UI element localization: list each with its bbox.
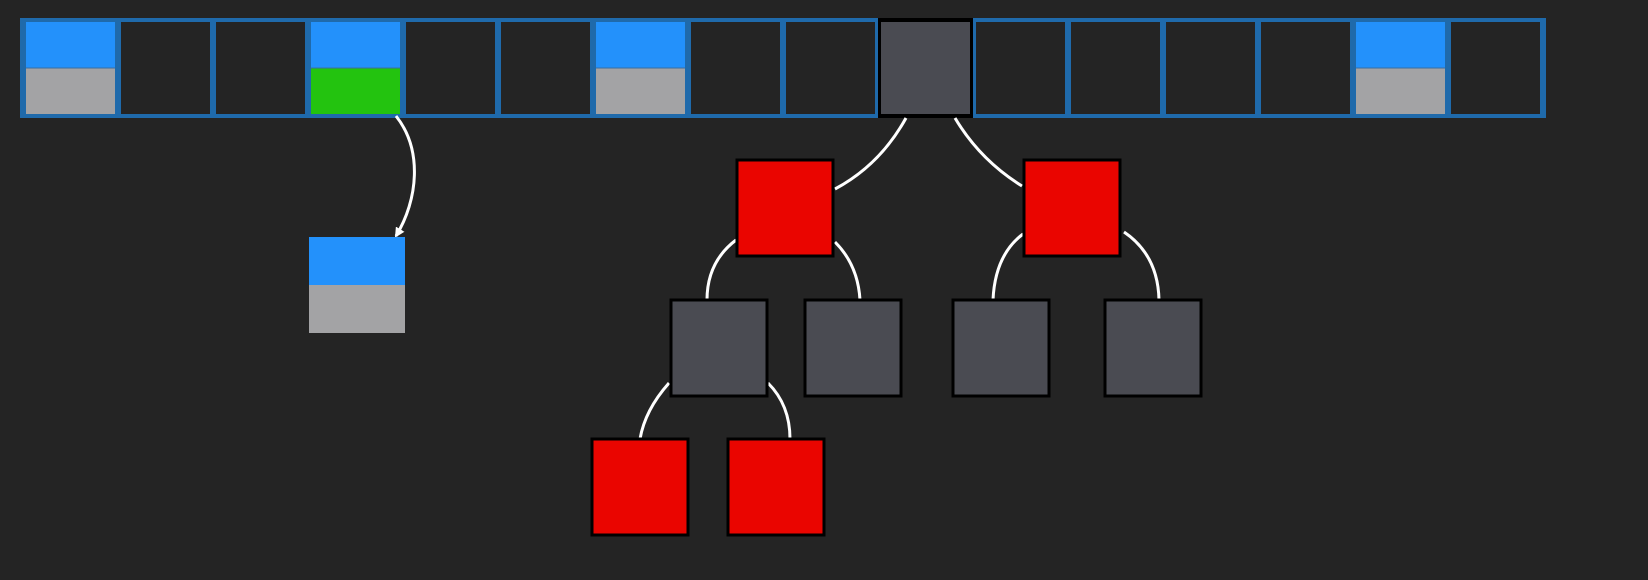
empty-slot bbox=[691, 22, 780, 114]
tree-edge-b-f bbox=[1123, 230, 1161, 301]
empty-slot bbox=[1261, 22, 1350, 114]
hash-slot-13 bbox=[1261, 22, 1350, 114]
hash-slot-9 bbox=[878, 18, 973, 118]
entry-key-block bbox=[311, 22, 400, 68]
empty-slot bbox=[786, 22, 875, 114]
tree-edge-c-g bbox=[638, 382, 671, 440]
tree-edge-root-a bbox=[834, 117, 908, 191]
entry-value-block bbox=[1356, 68, 1445, 114]
hash-slot-1 bbox=[121, 22, 210, 114]
tree-root-slot bbox=[881, 22, 970, 114]
empty-slot bbox=[501, 22, 590, 114]
tree-edge-b-e bbox=[991, 232, 1024, 301]
hash-table bbox=[20, 18, 1546, 118]
hash-slot-6 bbox=[596, 22, 685, 114]
tree-node-red-a bbox=[735, 158, 835, 258]
hash-slot-10 bbox=[976, 22, 1065, 114]
chain-node-0 bbox=[309, 237, 405, 333]
empty-slot bbox=[1071, 22, 1160, 114]
entry-key-block bbox=[596, 22, 685, 68]
tree-edge-root-b bbox=[953, 117, 1023, 188]
empty-slot bbox=[1451, 22, 1540, 114]
hash-slot-14 bbox=[1356, 22, 1445, 114]
chain-arrow bbox=[394, 115, 416, 238]
tree-node-red-g bbox=[590, 437, 690, 537]
red-black-tree bbox=[590, 117, 1203, 537]
hash-slot-0 bbox=[26, 22, 115, 114]
empty-slot bbox=[121, 22, 210, 114]
hash-slot-5 bbox=[501, 22, 590, 114]
tree-node-red-b bbox=[1022, 158, 1122, 258]
hash-slot-8 bbox=[786, 22, 875, 114]
hash-slot-11 bbox=[1071, 22, 1160, 114]
hash-slot-15 bbox=[1451, 22, 1540, 114]
hash-slot-3 bbox=[311, 22, 400, 114]
tree-edge-a-d bbox=[833, 240, 862, 301]
tree-node-black-e bbox=[951, 298, 1051, 398]
tree-node-black-c bbox=[669, 298, 769, 398]
empty-slot bbox=[1166, 22, 1255, 114]
tree-node-red-h bbox=[726, 437, 826, 537]
entry-value-block bbox=[596, 68, 685, 114]
entry-key-block bbox=[309, 237, 405, 285]
entry-value-block bbox=[309, 285, 405, 333]
linked-list bbox=[309, 115, 416, 333]
tree-edge-a-c bbox=[705, 238, 737, 301]
hash-slot-12 bbox=[1166, 22, 1255, 114]
entry-key-block bbox=[1356, 22, 1445, 68]
entry-key-block bbox=[26, 22, 115, 68]
empty-slot bbox=[976, 22, 1065, 114]
empty-slot bbox=[406, 22, 495, 114]
hash-slot-2 bbox=[216, 22, 305, 114]
tree-edge-c-h bbox=[766, 381, 792, 440]
tree-node-black-d bbox=[803, 298, 903, 398]
hash-slot-7 bbox=[691, 22, 780, 114]
entry-value-block bbox=[311, 68, 400, 114]
hash-slot-4 bbox=[406, 22, 495, 114]
empty-slot bbox=[216, 22, 305, 114]
entry-value-block bbox=[26, 68, 115, 114]
tree-node-black-f bbox=[1103, 298, 1203, 398]
